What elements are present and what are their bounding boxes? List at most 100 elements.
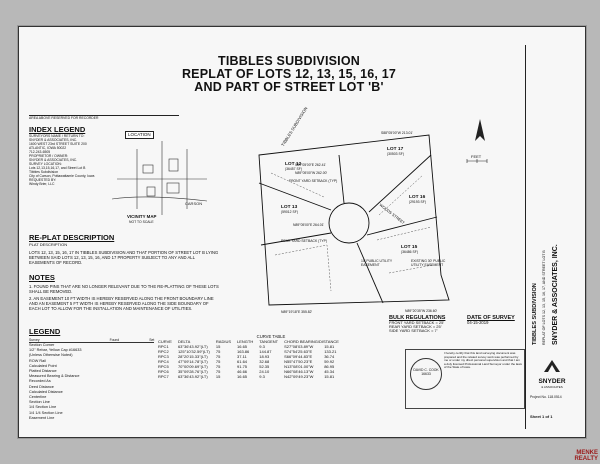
- lot-16-name: LOT 16: [409, 195, 426, 200]
- lot-12-name: LOT 12: [285, 162, 302, 167]
- snyder-logo: SNYDER & ASSOCIATES: [530, 359, 574, 389]
- snyder-logo-text: SNYDER: [538, 378, 566, 385]
- legend-row: ROW Rail: [29, 358, 46, 363]
- legend-row: Deed Distance: [29, 384, 54, 389]
- snyder-logo-subtext: & ASSOCIATES: [541, 385, 563, 389]
- bulk-regulations: BULK REGULATIONS FRONT YARD SETBACK = 25…: [389, 315, 469, 333]
- plat-title: TIBBLES SUBDIVISION REPLAT OF LOTS 12, 1…: [169, 55, 409, 94]
- lot-15-name: LOT 15: [401, 245, 418, 250]
- curve-table-cell: 163.86: [237, 349, 250, 354]
- notes-list: 1. FOUND PINS THAT ARE NO LONGER RELEVAN…: [29, 284, 219, 311]
- curve-table-cell: N42°09'49.23"W: [284, 374, 314, 379]
- vicinity-map-graphic: CARSON: [111, 141, 208, 215]
- curve-table-cell: 28°20'15.33"(LT): [177, 354, 208, 359]
- plat-drawing: [258, 134, 488, 306]
- bulk-lines: FRONT YARD SETBACK = 25'REAR YARD SETBAC…: [389, 321, 469, 333]
- curve-table-cell: 125°10'32.59"(LT): [177, 349, 210, 354]
- legend-row: Recorded As: [29, 379, 51, 384]
- curve-table-cell: 59.92: [324, 359, 335, 364]
- curve-table-cell: 16.65: [237, 374, 248, 379]
- index-legend: INDEX LEGEND SURVEYORS NAME / RETURN TO:…: [29, 125, 139, 186]
- curve-table-cell: S66°09'44.83"E: [284, 354, 313, 359]
- curve-table-cell: 61.64: [237, 359, 248, 364]
- lot-15-label: LOT 15 (36486 SF): [401, 245, 418, 254]
- title-line-1: TIBBLES SUBDIVISION: [217, 54, 360, 68]
- curve-table-cell: 75: [215, 349, 221, 354]
- titleblock-description: REPLAT OF LOTS 12, 13, 15, 16, 17, AND S…: [542, 250, 546, 345]
- legend-row: 1/4 Section Line: [29, 405, 57, 410]
- curve-table-cell: RPC1: [158, 344, 169, 349]
- legend-col-survey: Survey: [29, 338, 40, 342]
- bearing-lot17-north-label: S88°05'00"W 213.01': [381, 131, 413, 135]
- curve-table-cell: N66°08'46.13"W: [284, 369, 314, 374]
- curve-table-cell: 36.74: [324, 354, 335, 359]
- curve-table-cell: N13°08'01.00"W: [284, 364, 314, 369]
- north-arrow-icon: [475, 119, 485, 141]
- snyder-logo-icon: [544, 360, 560, 372]
- cul-de-sac: [328, 202, 370, 244]
- titleblock-company: SNYDER & ASSOCIATES, INC.: [552, 244, 559, 345]
- lot-12-label: LOT 12 (36457 SF): [285, 162, 302, 171]
- date-of-survey-heading: DATE OF SURVEY: [467, 315, 515, 321]
- curve-table-cell: 75: [215, 359, 221, 364]
- existing-easement-label: EXISTING 30' PUBLIC UTILITY EASEMENT: [411, 259, 446, 267]
- index-legend-line: SURVEYORS NAME / RETURN TO:: [29, 134, 85, 138]
- curve-table-cell: 91.75: [237, 364, 248, 369]
- curve-table-cell: 37.11: [237, 354, 247, 359]
- notes-heading: NOTES: [29, 273, 55, 282]
- index-legend-line: City of Carson, Pottawattamie County, Io…: [29, 174, 95, 178]
- realty-watermark: MENKE REALTY: [538, 450, 598, 462]
- front-setback-label: FRONT YARD SETBACK (TYP): [289, 179, 338, 183]
- curve-table-cell: 70°00'09.69"(LT): [177, 364, 208, 369]
- index-legend-line: 1600 WEST 23rd STREET SUITE 200: [29, 142, 87, 146]
- legend-row: Calculated Distance: [29, 389, 63, 394]
- curve-table-heading: CURVE TABLE: [256, 334, 286, 339]
- bearing-south-label: N89°19'18"E 355.82': [281, 310, 313, 314]
- curve-table-column-header: CHORD BEARING/DISTANCE: [284, 339, 339, 344]
- title-line-2: REPLAT OF LOTS 12, 13, 15, 16, 17: [181, 67, 397, 81]
- certification-text: I hereby certify that this land surveyin…: [444, 351, 522, 370]
- curve-table-cell: S74°54'25.63"E: [284, 349, 313, 354]
- plat-sheet: TIBBLES SUBDIVISION REPLAT OF LOTS 12, 1…: [18, 26, 586, 438]
- legend-row: Easement Line: [29, 415, 55, 420]
- bearing-lot12-north-label: S89°05'00"E 262.41': [295, 163, 327, 167]
- bearing-south-east-label: N89°20'35"W 236.60': [405, 309, 438, 313]
- legend-heading: LEGEND: [29, 327, 61, 336]
- scale-feet-label: FEET: [471, 154, 482, 159]
- index-legend-line: ATLANTIC, IOWA 50022: [29, 146, 67, 150]
- recorder-note-text: AREA ABOVE RESERVED FOR RECORDER: [29, 116, 99, 120]
- replat-description: RE-PLAT DESCRIPTION PLAT DESCRIPTION LOT…: [29, 233, 219, 265]
- sheet-number: Sheet 1 of 1: [530, 414, 553, 419]
- curve-table-cell: RPC3: [158, 354, 169, 359]
- curve-table-cell: 9.3: [259, 374, 265, 379]
- utility-easement-label: 10' PUBLIC UTILITY EASEMENT: [361, 259, 393, 267]
- curve-table-column-header: LENGTH: [237, 339, 254, 344]
- bulk-line: REAR YARD SETBACK = 25': [389, 324, 442, 329]
- project-number: Project No. 118.0514: [530, 395, 562, 399]
- lot-13-label: LOT 13 (59012 SF): [281, 205, 298, 214]
- curve-table-cell: S27°08'03.89"W: [284, 344, 314, 349]
- curve-table-cell: 63°36'43.92"(LT): [177, 344, 208, 349]
- curve-table-cell: 144.87: [259, 349, 272, 354]
- notes-section: NOTES 1. FOUND PINS THAT ARE NO LONGER R…: [29, 273, 219, 311]
- lot-16-label: LOT 16 (29193 SF): [409, 195, 426, 204]
- bulk-heading: BULK REGULATIONS: [389, 315, 446, 321]
- curve-table-cell: 15.81: [324, 374, 335, 379]
- legend-col-set: Set: [149, 338, 155, 342]
- lot-16-area: (29193 SF): [409, 200, 426, 204]
- curve-table-cell: RPC5: [158, 364, 169, 369]
- curve-table-cell: 45.34: [324, 369, 335, 374]
- curve-table-cell: RPC4: [158, 359, 169, 364]
- lot-13-area: (59012 SF): [281, 210, 298, 214]
- legend-row: (Unless Otherwise Noted): [29, 353, 73, 358]
- curve-table-cell: 9.3: [259, 344, 265, 349]
- curve-table-cell: 15.81: [324, 344, 335, 349]
- curve-table-cell: 15: [215, 374, 221, 379]
